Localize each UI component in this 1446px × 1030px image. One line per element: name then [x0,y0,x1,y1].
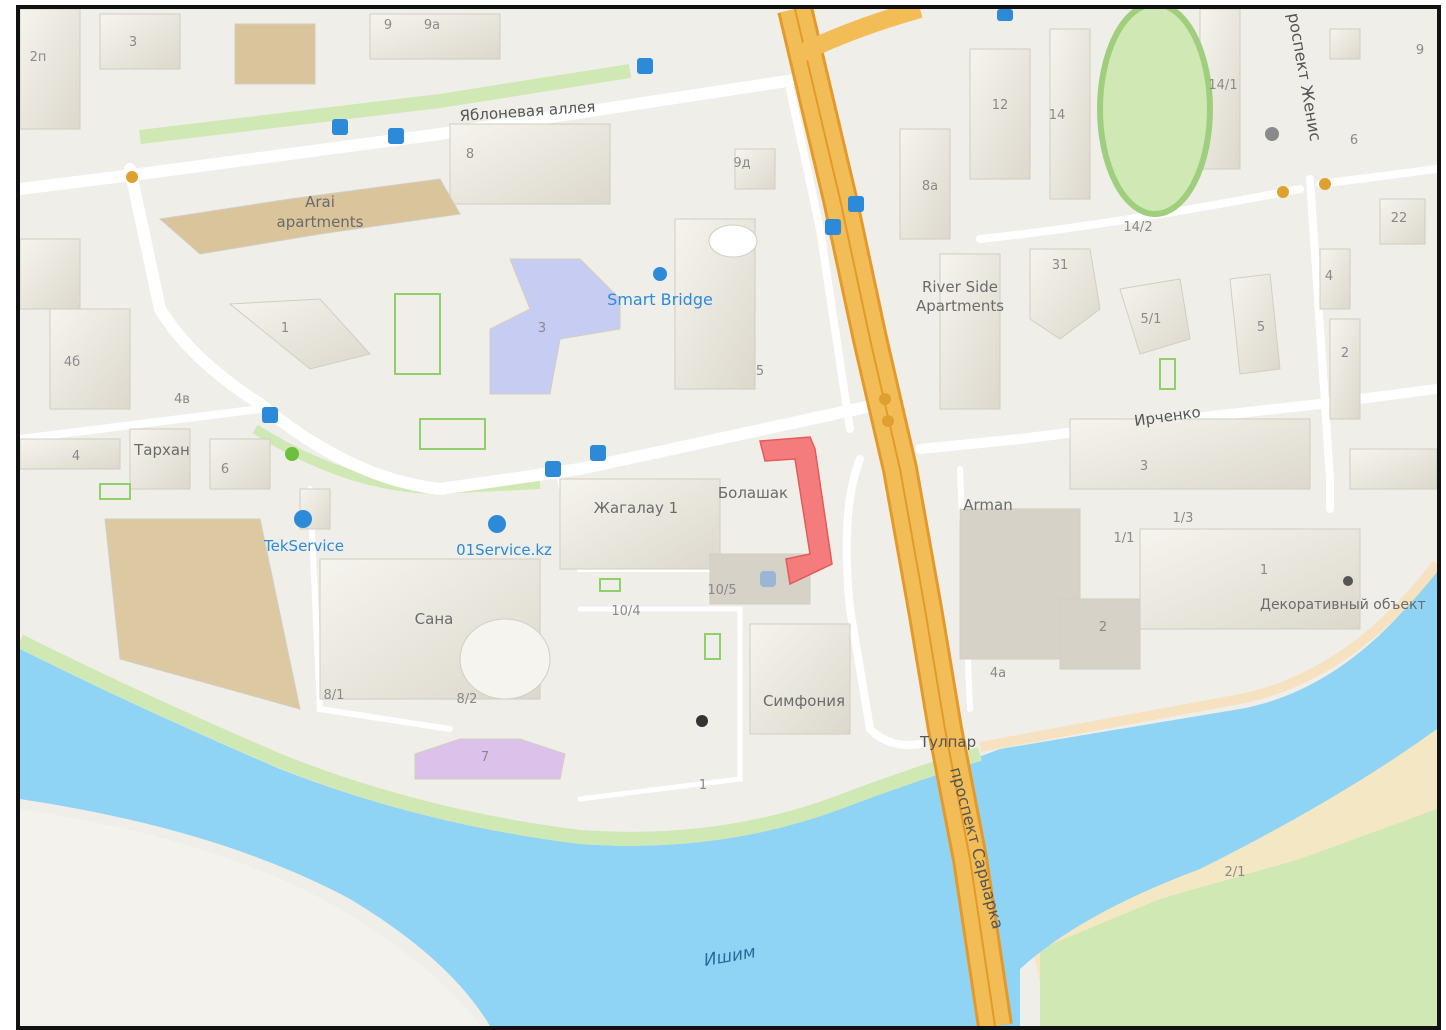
parking-icon [760,571,776,587]
label-tekservice: TekService [263,537,344,555]
house-number: 5 [756,364,764,379]
label-smart-bridge: Smart Bridge [607,290,713,309]
house-number: 4б [64,355,80,370]
house-number: 8 [466,147,474,162]
label-arai-1: Arai [305,193,335,211]
sports-fields [99,293,1176,660]
street-label-tulpar: Тулпар [919,733,976,751]
label-simfonia: Симфония [763,692,845,710]
service-icon [488,515,506,533]
house-number: 14 [1049,108,1066,123]
house-number: 1 [699,778,707,793]
label-tarkhan: Тархан [133,441,190,459]
label-01service: 01Service.kz [456,541,552,559]
house-number: 2 [1099,620,1107,635]
house-number: 6 [221,462,229,477]
house-number: 4 [72,449,80,464]
house-number: 3 [129,35,137,50]
map-frame: Яблоневая аллея Ирченко проспект Сарыарк… [16,5,1441,1030]
map-canvas[interactable]: Яблоневая аллея Ирченко проспект Сарыарк… [20,9,1437,1026]
traffic-light-icon [882,415,894,427]
house-number: 14/2 [1123,220,1152,235]
bus-stop-icon [388,128,404,144]
house-number: 4а [990,666,1006,681]
house-number: 9 [1416,43,1424,58]
house-number: 8а [922,179,938,194]
house-number: 8/1 [324,688,345,703]
shop-icon [696,715,708,727]
house-number: 1/1 [1114,531,1135,546]
saryarka-avenue [777,9,1013,1026]
house-number: 4 [1325,269,1333,284]
bus-stop-icon [848,196,864,212]
house-number: 5/1 [1141,312,1162,327]
house-number: 14/1 [1208,78,1237,93]
house-number: 9а [424,18,440,33]
label-sana: Сана [415,610,454,628]
bus-stop-icon [637,58,653,74]
monument-icon [1343,576,1353,586]
bus-stop-icon [545,461,561,477]
house-number: 3 [1140,459,1148,474]
house-number: 22 [1391,211,1408,226]
label-river-side-2: Apartments [916,297,1004,315]
house-number: 9 [384,18,392,33]
bus-stop-icon [332,119,348,135]
house-number: 4в [174,392,190,407]
house-number: 2 [1341,346,1349,361]
embankment-north [20,634,983,846]
transit-markers [126,9,1353,727]
house-number: 10/5 [707,583,736,598]
house-number: 1 [281,321,289,336]
park-strip-apple-alley [139,64,632,144]
highlight[interactable] [759,436,833,586]
fountain-icon [1265,127,1279,141]
house-number: 2/1 [1225,865,1246,880]
hotel-icon [653,267,667,281]
house-number: 9д [733,156,750,171]
place-labels: Arai apartments Smart Bridge River Side … [133,193,1426,710]
label-zhagalau: Жагалау 1 [594,499,678,517]
bus-stop-icon [825,219,841,235]
traffic-light-icon [126,171,138,183]
park-southeast [1040,809,1437,1026]
bus-stop-icon [997,9,1013,21]
house-number: 10/4 [611,604,640,619]
house-number: 1/3 [1173,511,1194,526]
house-number: 3 [538,321,546,336]
bus-stop-icon [262,407,278,423]
house-number: 7 [481,750,489,765]
label-river-side-1: River Side [922,278,998,296]
southwest-land [20,809,480,1026]
house-number: 1 [1260,563,1268,578]
label-bolashak: Болашак [718,484,788,502]
house-number: 12 [992,98,1009,113]
service-icon [294,510,312,528]
traffic-light-icon [1277,186,1289,198]
bus-stop-icon [590,445,606,461]
house-number: 8/2 [457,692,478,707]
house-number: 5 [1257,320,1265,335]
traffic-light-icon [1319,178,1331,190]
label-decor: Декоративный объект [1260,597,1426,613]
tree-icon [285,447,299,461]
house-number: 6 [1350,133,1358,148]
house-numbers: 2п 3 9 9а 8 9д 12 14 14/1 6 9 8а 14/2 22… [30,18,1425,880]
buildings [20,9,1437,780]
label-arman: Arman [963,496,1012,514]
embankment-east [979,560,1437,752]
traffic-light-icon [879,393,891,405]
house-number: 2п [30,50,47,65]
river-ishim [20,569,1437,1026]
house-number: 31 [1052,258,1069,273]
label-arai-2: apartments [277,213,364,231]
